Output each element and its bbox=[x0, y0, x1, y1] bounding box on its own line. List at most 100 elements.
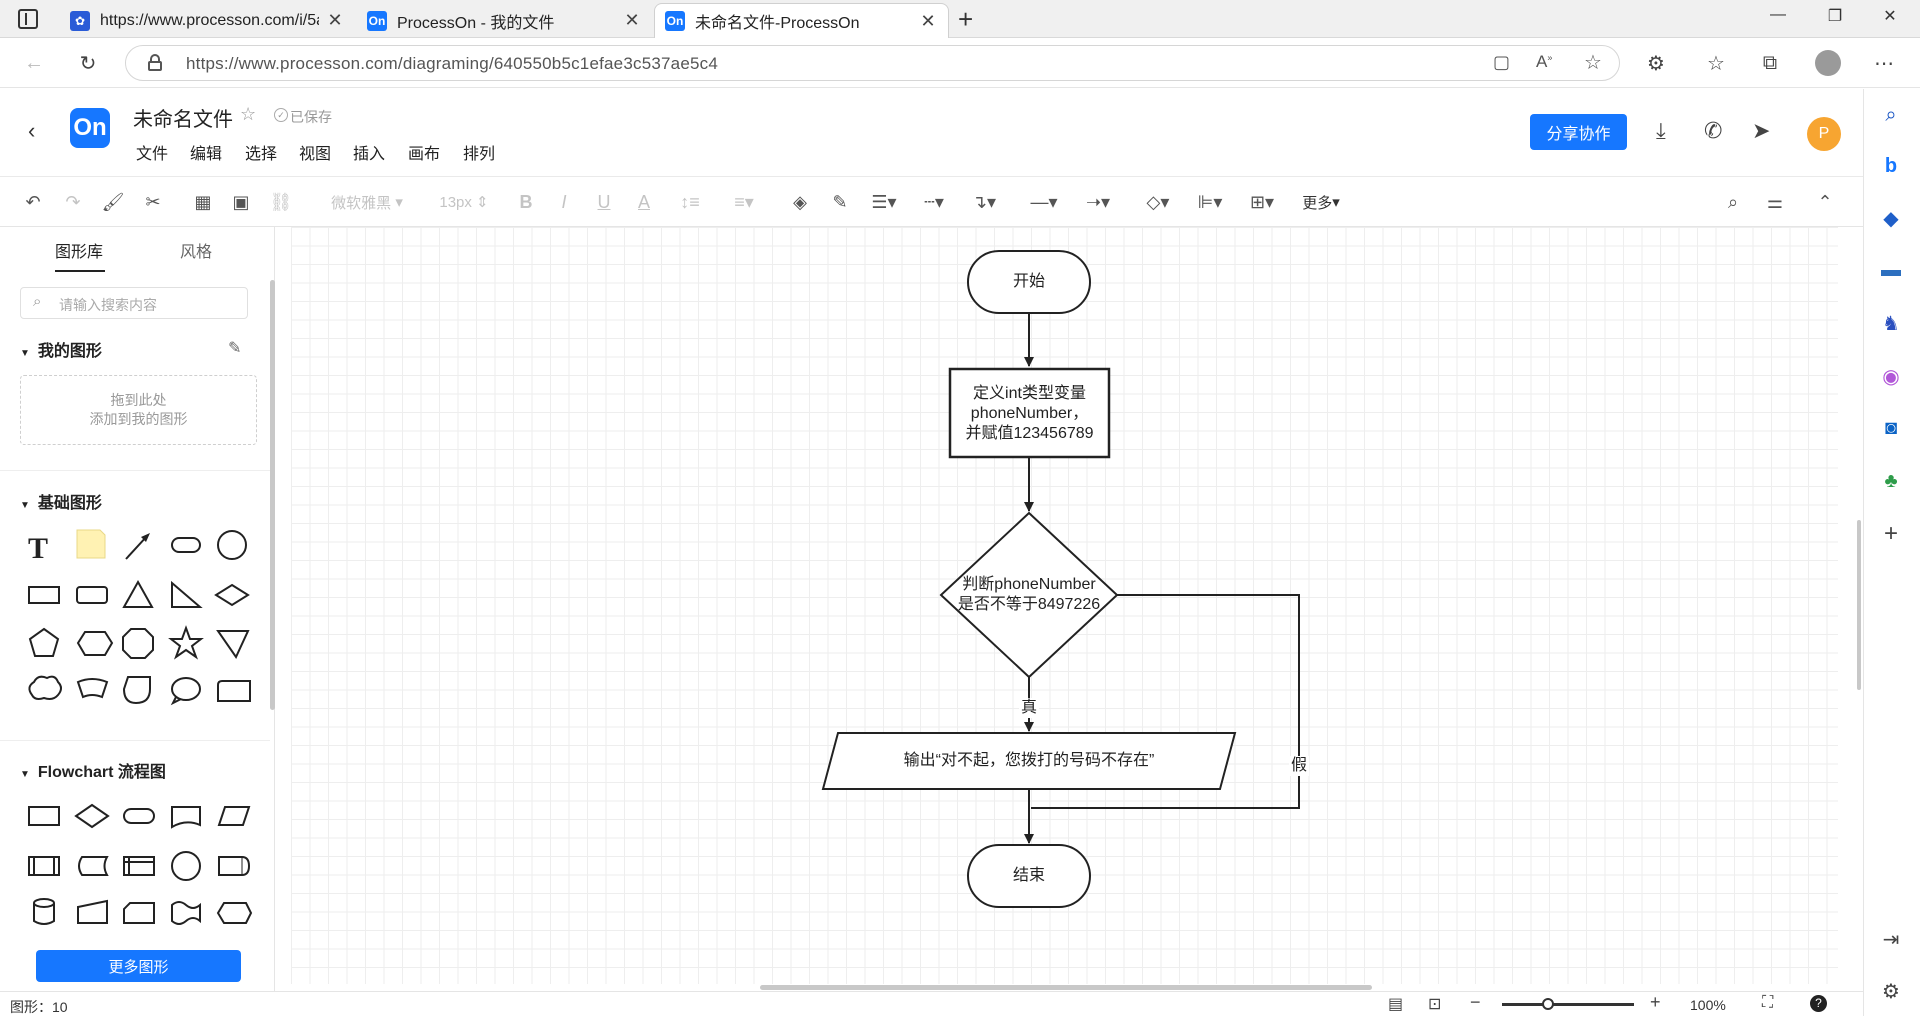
blocked-popup-icon[interactable]: ▢ bbox=[1493, 52, 1511, 72]
zoom-in-icon[interactable]: + bbox=[1650, 992, 1661, 1012]
menu-view[interactable]: 视图 bbox=[299, 146, 332, 163]
settings-more-icon[interactable]: ⋯ bbox=[1874, 52, 1894, 75]
star-shape-icon[interactable] bbox=[168, 625, 204, 660]
menu-canvas[interactable]: 画布 bbox=[408, 146, 441, 163]
add-sidebar-app-icon[interactable]: + bbox=[1883, 520, 1898, 547]
add-favorite-icon[interactable]: ☆ bbox=[1584, 52, 1602, 74]
callout-oval-icon[interactable] bbox=[170, 677, 201, 706]
section-flowchart[interactable]: ▼Flowchart 流程图 bbox=[20, 758, 166, 782]
star-icon[interactable]: ☆ bbox=[240, 104, 257, 124]
games-icon[interactable]: ♞ bbox=[1882, 312, 1900, 335]
font-family-select[interactable]: 微软雅黑 ▾ bbox=[322, 177, 412, 227]
section-my-shapes[interactable]: ▼我的图形 bbox=[20, 337, 102, 361]
connector-circle-icon[interactable] bbox=[171, 851, 201, 881]
shape-search-input[interactable]: ⌕ 请输入搜索内容 bbox=[20, 287, 248, 319]
rounded-rectangle-icon[interactable] bbox=[76, 586, 108, 604]
canvas-vertical-scrollbar[interactable] bbox=[1857, 520, 1861, 690]
line-style-icon[interactable]: ┄▾ bbox=[924, 191, 944, 212]
close-tab-icon[interactable]: ✕ bbox=[327, 10, 343, 30]
display-shape-icon[interactable] bbox=[216, 902, 253, 924]
card-shape-icon[interactable] bbox=[123, 902, 155, 924]
banner-icon[interactable] bbox=[76, 678, 109, 699]
distribute-icon[interactable]: ⊞▾ bbox=[1249, 191, 1275, 212]
line-width-icon[interactable]: ☰▾ bbox=[871, 191, 897, 212]
find-replace-icon[interactable]: ⌕ bbox=[1727, 191, 1739, 212]
layers-icon[interactable]: ◇▾ bbox=[1146, 191, 1170, 212]
share-collaborate-button[interactable]: 分享协作 bbox=[1530, 114, 1627, 150]
menu-arrange[interactable]: 排列 bbox=[463, 146, 496, 163]
rectangle-icon[interactable] bbox=[28, 586, 60, 604]
address-bar[interactable]: https://www.processon.com/diagraming/640… bbox=[125, 45, 1620, 81]
menu-file[interactable]: 文件 bbox=[136, 146, 169, 163]
data-shape-icon[interactable] bbox=[217, 806, 251, 826]
inverted-triangle-icon[interactable] bbox=[216, 630, 250, 660]
cloud-icon[interactable] bbox=[28, 675, 62, 700]
align-icon[interactable]: ⊫▾ bbox=[1197, 191, 1223, 212]
tab-actions-icon[interactable] bbox=[18, 9, 38, 29]
line-start-icon[interactable]: —▾ bbox=[1030, 191, 1058, 212]
image-icon[interactable]: ▣ bbox=[232, 191, 250, 212]
sidebar-settings-icon[interactable]: ⚙ bbox=[1882, 980, 1900, 1003]
maximize-button[interactable]: ❐ bbox=[1827, 8, 1843, 25]
line-color-icon[interactable]: ✎ bbox=[832, 191, 848, 212]
menu-insert[interactable]: 插入 bbox=[353, 146, 386, 163]
tear-shape-icon[interactable] bbox=[122, 676, 151, 705]
punched-tape-icon[interactable] bbox=[171, 901, 201, 925]
more-shapes-button[interactable]: 更多图形 bbox=[36, 950, 241, 982]
hexagon-icon[interactable] bbox=[76, 631, 114, 656]
send-icon[interactable]: ➤ bbox=[1752, 118, 1771, 143]
help-icon[interactable]: ? bbox=[1810, 995, 1827, 1012]
close-tab-icon[interactable]: ✕ bbox=[624, 10, 640, 30]
shopping-tag-icon[interactable]: ◆ bbox=[1883, 207, 1899, 230]
extensions-icon[interactable]: ⚙ bbox=[1647, 52, 1665, 75]
close-tab-icon[interactable]: ✕ bbox=[920, 10, 936, 31]
bing-chat-icon[interactable]: b bbox=[1884, 154, 1898, 177]
zoom-slider-handle[interactable] bbox=[1542, 998, 1555, 1010]
right-triangle-icon[interactable] bbox=[171, 580, 203, 608]
underline-icon[interactable]: U bbox=[597, 191, 611, 212]
fill-color-icon[interactable]: ◈ bbox=[793, 191, 807, 212]
zoom-level[interactable]: 100% bbox=[1690, 997, 1726, 1013]
zoom-out-icon[interactable]: − bbox=[1470, 992, 1481, 1012]
table-icon[interactable]: ▦ bbox=[194, 191, 212, 212]
clear-format-icon[interactable]: ✂ bbox=[145, 191, 161, 212]
connector-type-icon[interactable]: ↴▾ bbox=[971, 191, 997, 212]
back-to-files-icon[interactable]: ‹ bbox=[28, 118, 36, 143]
user-avatar[interactable]: P bbox=[1807, 117, 1841, 151]
my-shapes-drop-zone[interactable]: 拖到此处 添加到我的图形 bbox=[20, 375, 257, 445]
decision-shape-icon[interactable] bbox=[74, 803, 110, 829]
document-shape-icon[interactable] bbox=[171, 806, 201, 829]
browser-tab-3-active[interactable]: On 未命名文件-ProcessOn ✕ bbox=[654, 3, 949, 38]
arrow-end-icon[interactable]: ➝▾ bbox=[1085, 191, 1111, 212]
menu-select[interactable]: 选择 bbox=[245, 146, 278, 163]
stored-data-icon[interactable] bbox=[78, 856, 109, 876]
close-window-button[interactable]: ✕ bbox=[1883, 8, 1897, 25]
diamond-icon[interactable] bbox=[214, 583, 250, 607]
panel-scrollbar[interactable] bbox=[270, 280, 275, 710]
octagon-icon[interactable] bbox=[122, 628, 154, 659]
text-align-icon[interactable]: ≡▾ bbox=[734, 191, 754, 212]
office-icon[interactable]: ◉ bbox=[1882, 365, 1900, 388]
url-text[interactable]: https://www.processon.com/diagraming/640… bbox=[186, 54, 718, 73]
text-shape-icon[interactable]: T bbox=[28, 532, 48, 565]
font-size-stepper[interactable]: 13px ⇕ bbox=[439, 193, 489, 212]
link-icon[interactable]: ⛓ bbox=[269, 191, 293, 212]
lock-icon[interactable] bbox=[148, 54, 162, 71]
search-icon[interactable]: ⌕ bbox=[1885, 103, 1897, 126]
circle-icon[interactable] bbox=[217, 530, 247, 560]
hide-sidebar-icon[interactable]: ⇥ bbox=[1882, 928, 1900, 951]
read-aloud-icon[interactable]: A» bbox=[1536, 52, 1553, 71]
favorites-icon[interactable]: ☆ bbox=[1707, 52, 1725, 75]
edit-icon[interactable]: ✎ bbox=[228, 340, 242, 357]
internal-storage-icon[interactable] bbox=[123, 856, 155, 876]
pentagon-icon[interactable] bbox=[28, 627, 60, 657]
minimize-button[interactable]: — bbox=[1770, 6, 1786, 23]
tools-briefcase-icon[interactable]: ▬ bbox=[1881, 258, 1901, 281]
redo-icon[interactable]: ↷ bbox=[65, 191, 81, 212]
browser-tab-2[interactable]: On ProcessOn - 我的文件 ✕ bbox=[357, 3, 652, 38]
triangle-icon[interactable] bbox=[122, 579, 154, 608]
database-shape-icon[interactable] bbox=[33, 898, 55, 925]
rounded-square-icon[interactable] bbox=[217, 680, 251, 702]
predefined-process-icon[interactable] bbox=[28, 856, 60, 876]
manual-input-icon[interactable] bbox=[77, 899, 108, 924]
